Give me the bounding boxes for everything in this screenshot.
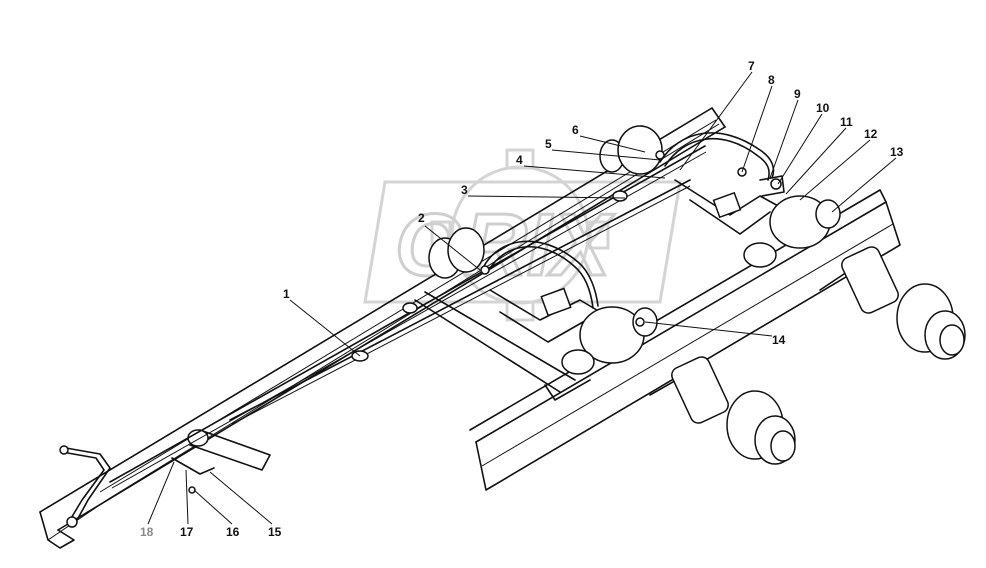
callout-8: 8 bbox=[768, 73, 775, 87]
brake-hose-front bbox=[483, 240, 599, 309]
leader-lines bbox=[147, 71, 897, 525]
watermark-text: ORIX bbox=[395, 195, 615, 294]
callout-labels: 1 2 3 4 5 6 7 8 9 10 11 12 13 14 15 16 1… bbox=[140, 59, 904, 539]
callout-11: 11 bbox=[840, 115, 853, 129]
brake-chamber-rear bbox=[599, 125, 841, 268]
callout-13: 13 bbox=[890, 145, 904, 159]
callout-9: 9 bbox=[794, 87, 801, 101]
callout-7: 7 bbox=[748, 59, 755, 73]
axle-hub-rear bbox=[819, 246, 966, 360]
brake-pipes bbox=[59, 145, 707, 528]
callout-3: 3 bbox=[461, 183, 468, 197]
brake-hose-rear bbox=[659, 132, 785, 197]
callout-18: 18 bbox=[140, 525, 154, 539]
cross-members bbox=[187, 291, 591, 471]
callout-12: 12 bbox=[864, 127, 878, 141]
callout-5: 5 bbox=[545, 137, 552, 151]
axle-hub-front bbox=[649, 356, 796, 465]
callout-10: 10 bbox=[816, 101, 830, 115]
callout-16: 16 bbox=[226, 525, 240, 539]
watermark-frame bbox=[363, 180, 682, 304]
callout-17: 17 bbox=[180, 525, 194, 539]
callout-4: 4 bbox=[516, 153, 523, 167]
callout-14: 14 bbox=[772, 333, 786, 347]
callout-1: 1 bbox=[283, 287, 290, 301]
callout-6: 6 bbox=[572, 123, 579, 137]
callout-2: 2 bbox=[418, 211, 425, 225]
fasteners bbox=[480, 150, 747, 327]
callout-15: 15 bbox=[268, 525, 282, 539]
